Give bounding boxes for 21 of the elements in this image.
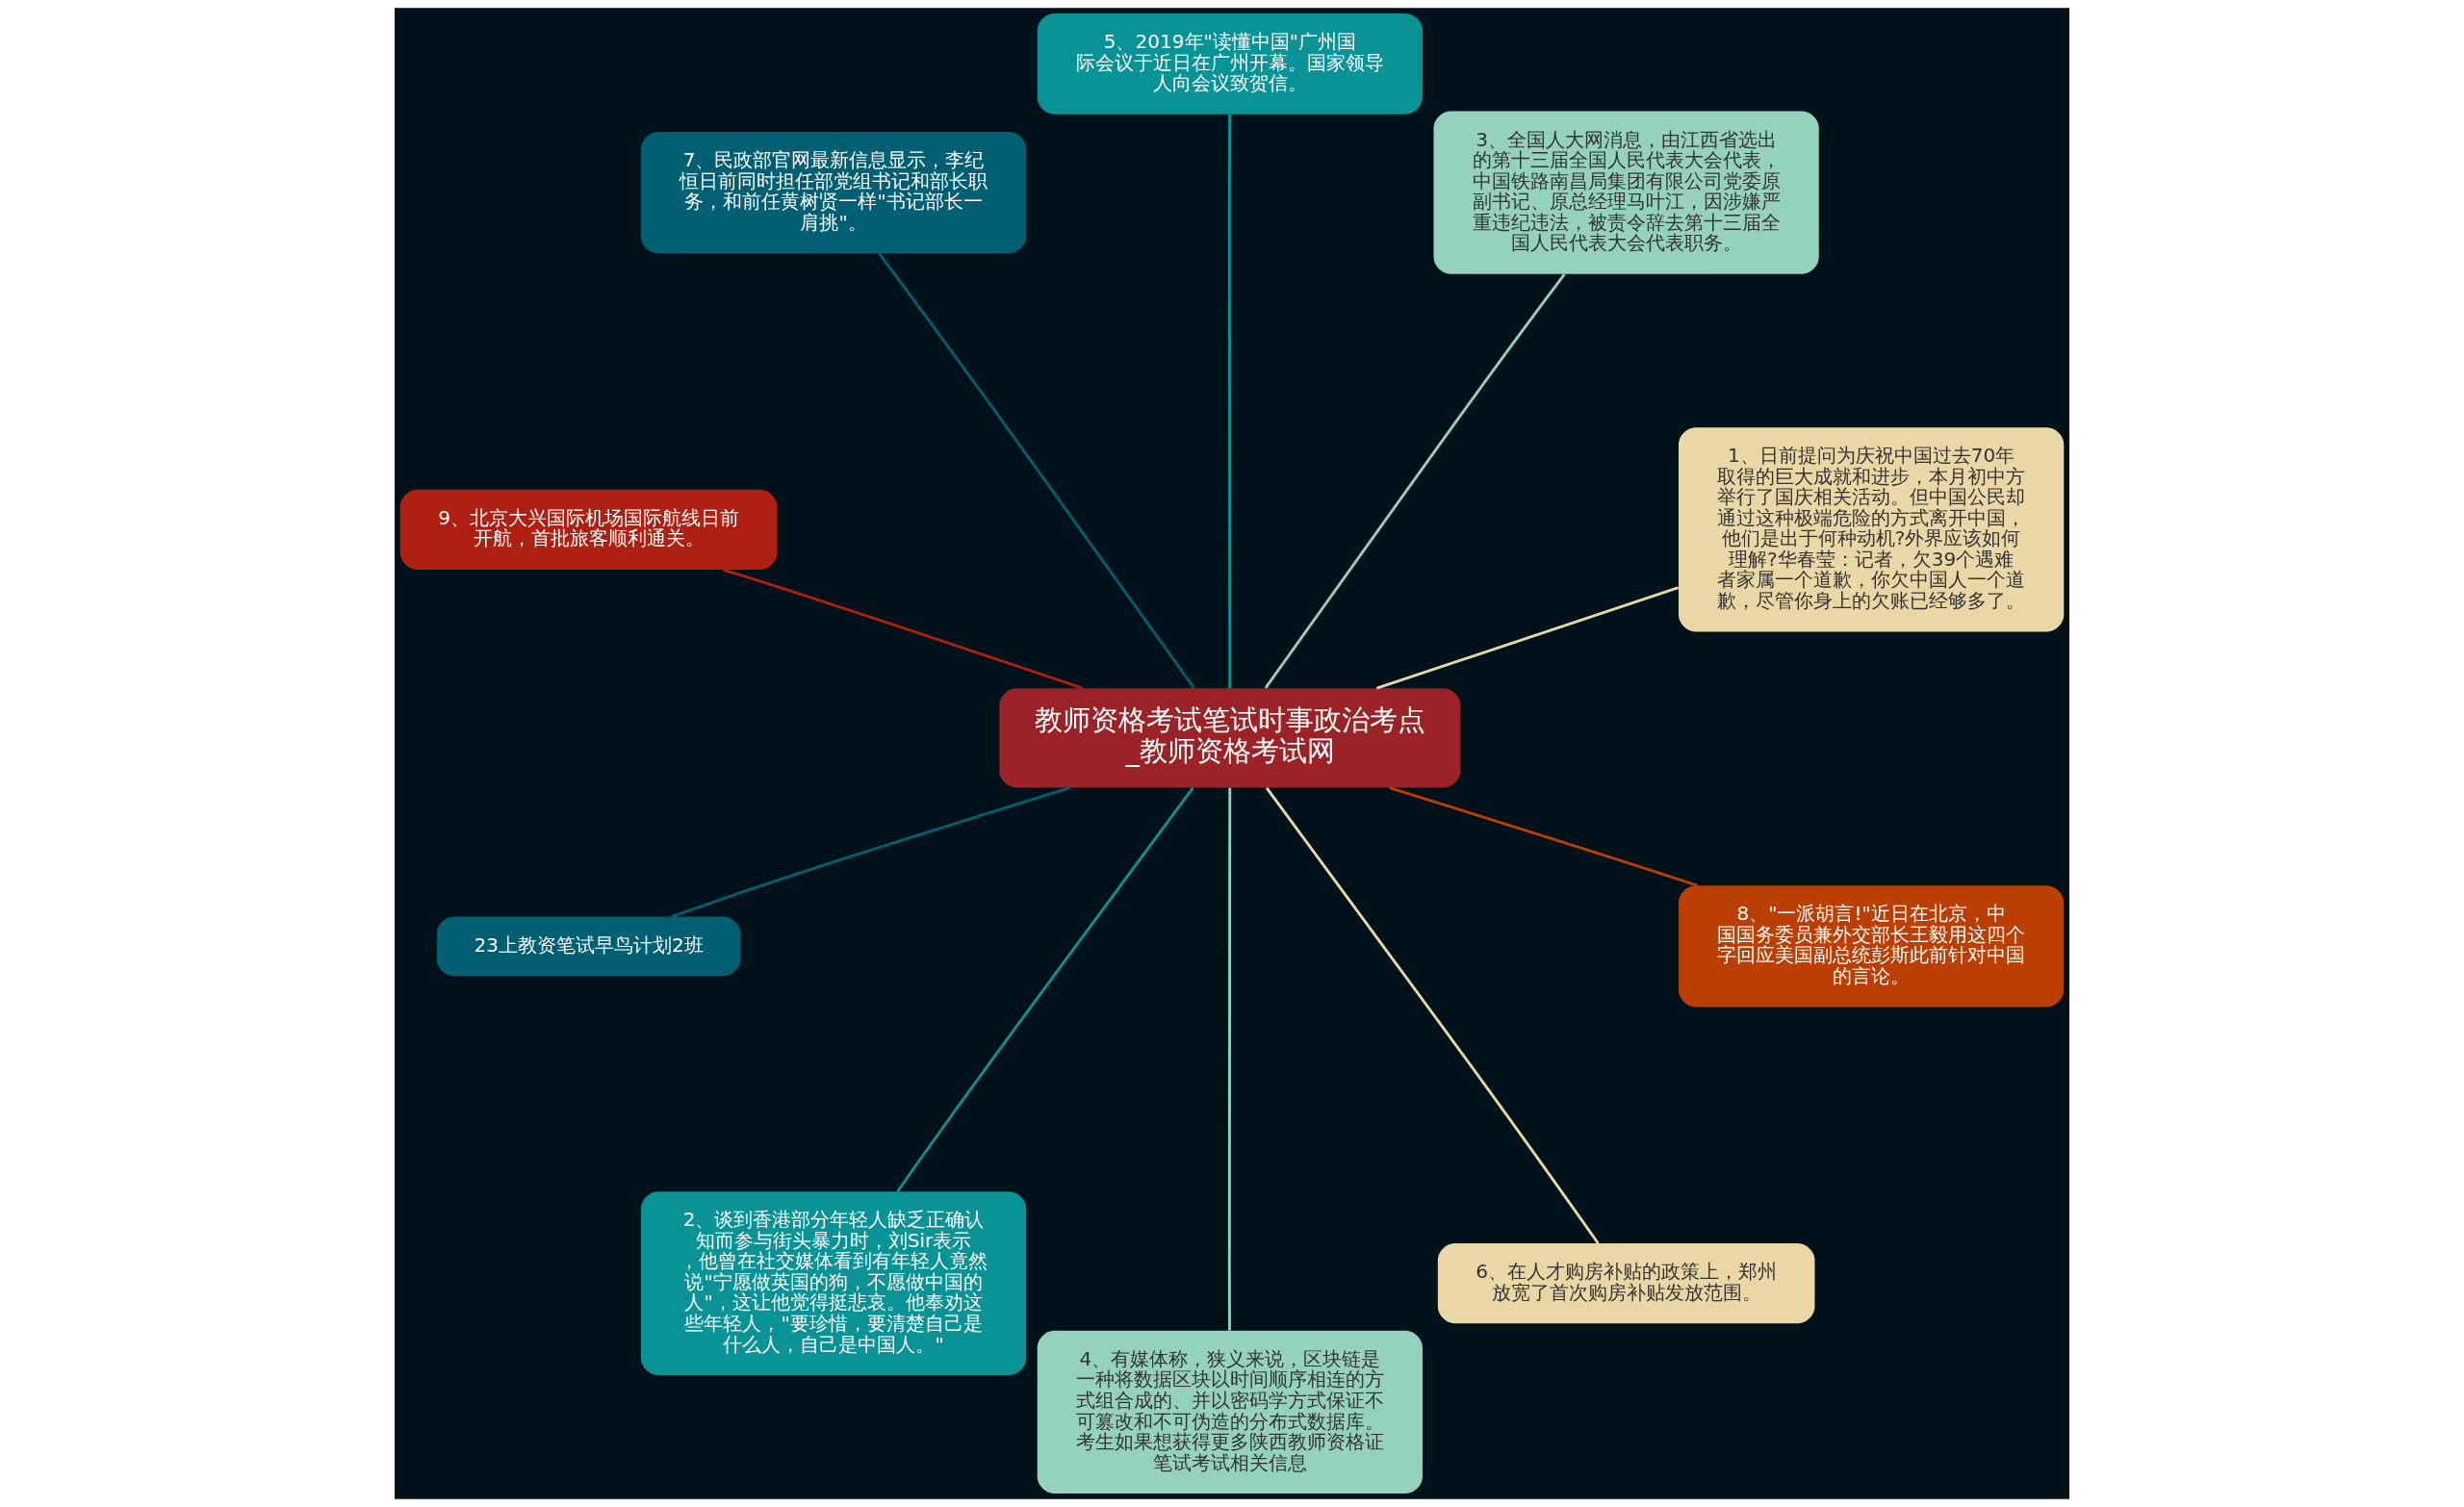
- connector: [1389, 786, 1698, 887]
- connector: [1376, 586, 1680, 690]
- node-box: 5、2019年"读懂中国"广州国际会议于近日在广州开幕。国家领导人向会议致贺信。: [1037, 13, 1423, 115]
- connector: [671, 786, 1070, 918]
- connector: [1264, 273, 1566, 689]
- node-box: 教师资格考试笔试时事政治考点_教师资格考试网: [999, 688, 1461, 788]
- node-box: 1、日前提问为庆祝中国过去70年取得的巨大成就和进步，本月初中方举行了国庆相关活动。但中国公民却通过这种极端危险的方式离开中国，他们是出于何种动机?外界应该如何理解?华春莹：记者，欠39个遇难者家属一个道歉，你欠中国人一个道歉，尽管你身上的欠账已经够多了。: [1679, 427, 2065, 632]
- connector: [1227, 115, 1232, 688]
- connector: [878, 252, 1195, 689]
- node-box: 4、有媒体称，狭义来说，区块链是一种将数据区块以时间顺序相连的方式组合成的、并以密码学方式保证不可篡改和不可伪造的分布式数据库。考生如果想获得更多陕西教师资格证笔试考试相关信息: [1037, 1330, 1423, 1494]
- node-box: 6、在人才购房补贴的政策上，郑州放宽了首次购房补贴发放范围。: [1437, 1243, 1815, 1324]
- node-box: 3、全国人大网消息，由江西省选出的第十三届全国人民代表大会代表，中国铁路南昌局集团有限公司党委原副书记、原总经理马叶江，因涉嫌严重违纪违法，被责令辞去第十三届全国人民代表大会代表职务。: [1433, 111, 1819, 274]
- node-box: 9、北京大兴国际机场国际航线日前开航，首批旅客顺利通关。: [399, 489, 778, 570]
- node-box: 23上教资笔试早鸟计划2班: [436, 916, 741, 977]
- node-box: 7、民政部官网最新信息显示，李纪恒日前同时担任部党组书记和部长职务，和前任黄树贤一样"书记部长一肩挑"。: [640, 131, 1027, 254]
- node-box: 2、谈到香港部分年轻人缺乏正确认知而参与街头暴力时，刘Sir表示，他曾在社交媒体看到有年轻人竟然说"宁愿做英国的狗，不愿做中国的人"，这让他觉得挺悲哀。他奉劝这些年轻人，"要珍惜，要清楚自己是什么人，自己是中国人。": [640, 1191, 1027, 1376]
- connector: [1227, 787, 1232, 1331]
- node-box: 8、"一派胡言!"近日在北京，中国国务委员兼外交部长王毅用这四个字回应美国副总统彭斯此前针对中国的言论。: [1679, 885, 2065, 1008]
- connector: [1265, 786, 1600, 1244]
- connector: [722, 568, 1084, 690]
- connector: [896, 786, 1194, 1192]
